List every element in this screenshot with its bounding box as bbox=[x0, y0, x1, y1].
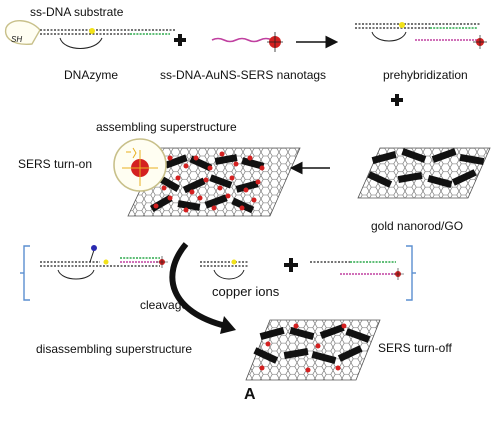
left-bracket bbox=[23, 245, 30, 301]
nanotag-strand bbox=[211, 32, 283, 52]
nanotags-label: ss-DNA-AuNS-SERS nanotags bbox=[160, 68, 327, 82]
cleaved-complex bbox=[40, 245, 168, 280]
yellow-marker bbox=[89, 28, 95, 34]
prehybridized-construct bbox=[355, 22, 487, 49]
assembling-label: assembling superstructure bbox=[96, 120, 237, 134]
sh-label: SH bbox=[11, 35, 23, 44]
assembled-superstructure bbox=[113, 138, 301, 217]
plus-icon bbox=[391, 94, 403, 106]
dnazyme-label: DNAzyme bbox=[64, 68, 119, 82]
dnazyme-construct bbox=[4, 20, 175, 49]
plus-icon bbox=[284, 258, 298, 272]
sers-turn-off-label: SERS turn-off bbox=[378, 341, 452, 355]
panel-label: A bbox=[244, 386, 256, 403]
plus-icon bbox=[174, 34, 186, 46]
disassembling-label: disassembling superstructure bbox=[36, 342, 193, 356]
released-fragments bbox=[310, 261, 404, 280]
gold-nanorod-go-label: gold nanorod/GO bbox=[371, 219, 464, 233]
prehybridization-label: prehybridization bbox=[383, 68, 468, 82]
sers-turn-on-label: SERS turn-on bbox=[18, 157, 93, 171]
curved-arrow-icon bbox=[169, 242, 227, 329]
cleavage-label: cleavage bbox=[140, 298, 189, 312]
right-bracket bbox=[406, 245, 413, 301]
ss-dna-substrate-label: ss-DNA substrate bbox=[30, 5, 124, 19]
blue-dot bbox=[91, 245, 97, 251]
gold-nanorod-go-sheet bbox=[357, 147, 491, 199]
released-dnazyme bbox=[200, 259, 248, 280]
disassembled-go-sheet bbox=[245, 319, 381, 381]
copper-ions-label: copper ions bbox=[212, 284, 280, 299]
